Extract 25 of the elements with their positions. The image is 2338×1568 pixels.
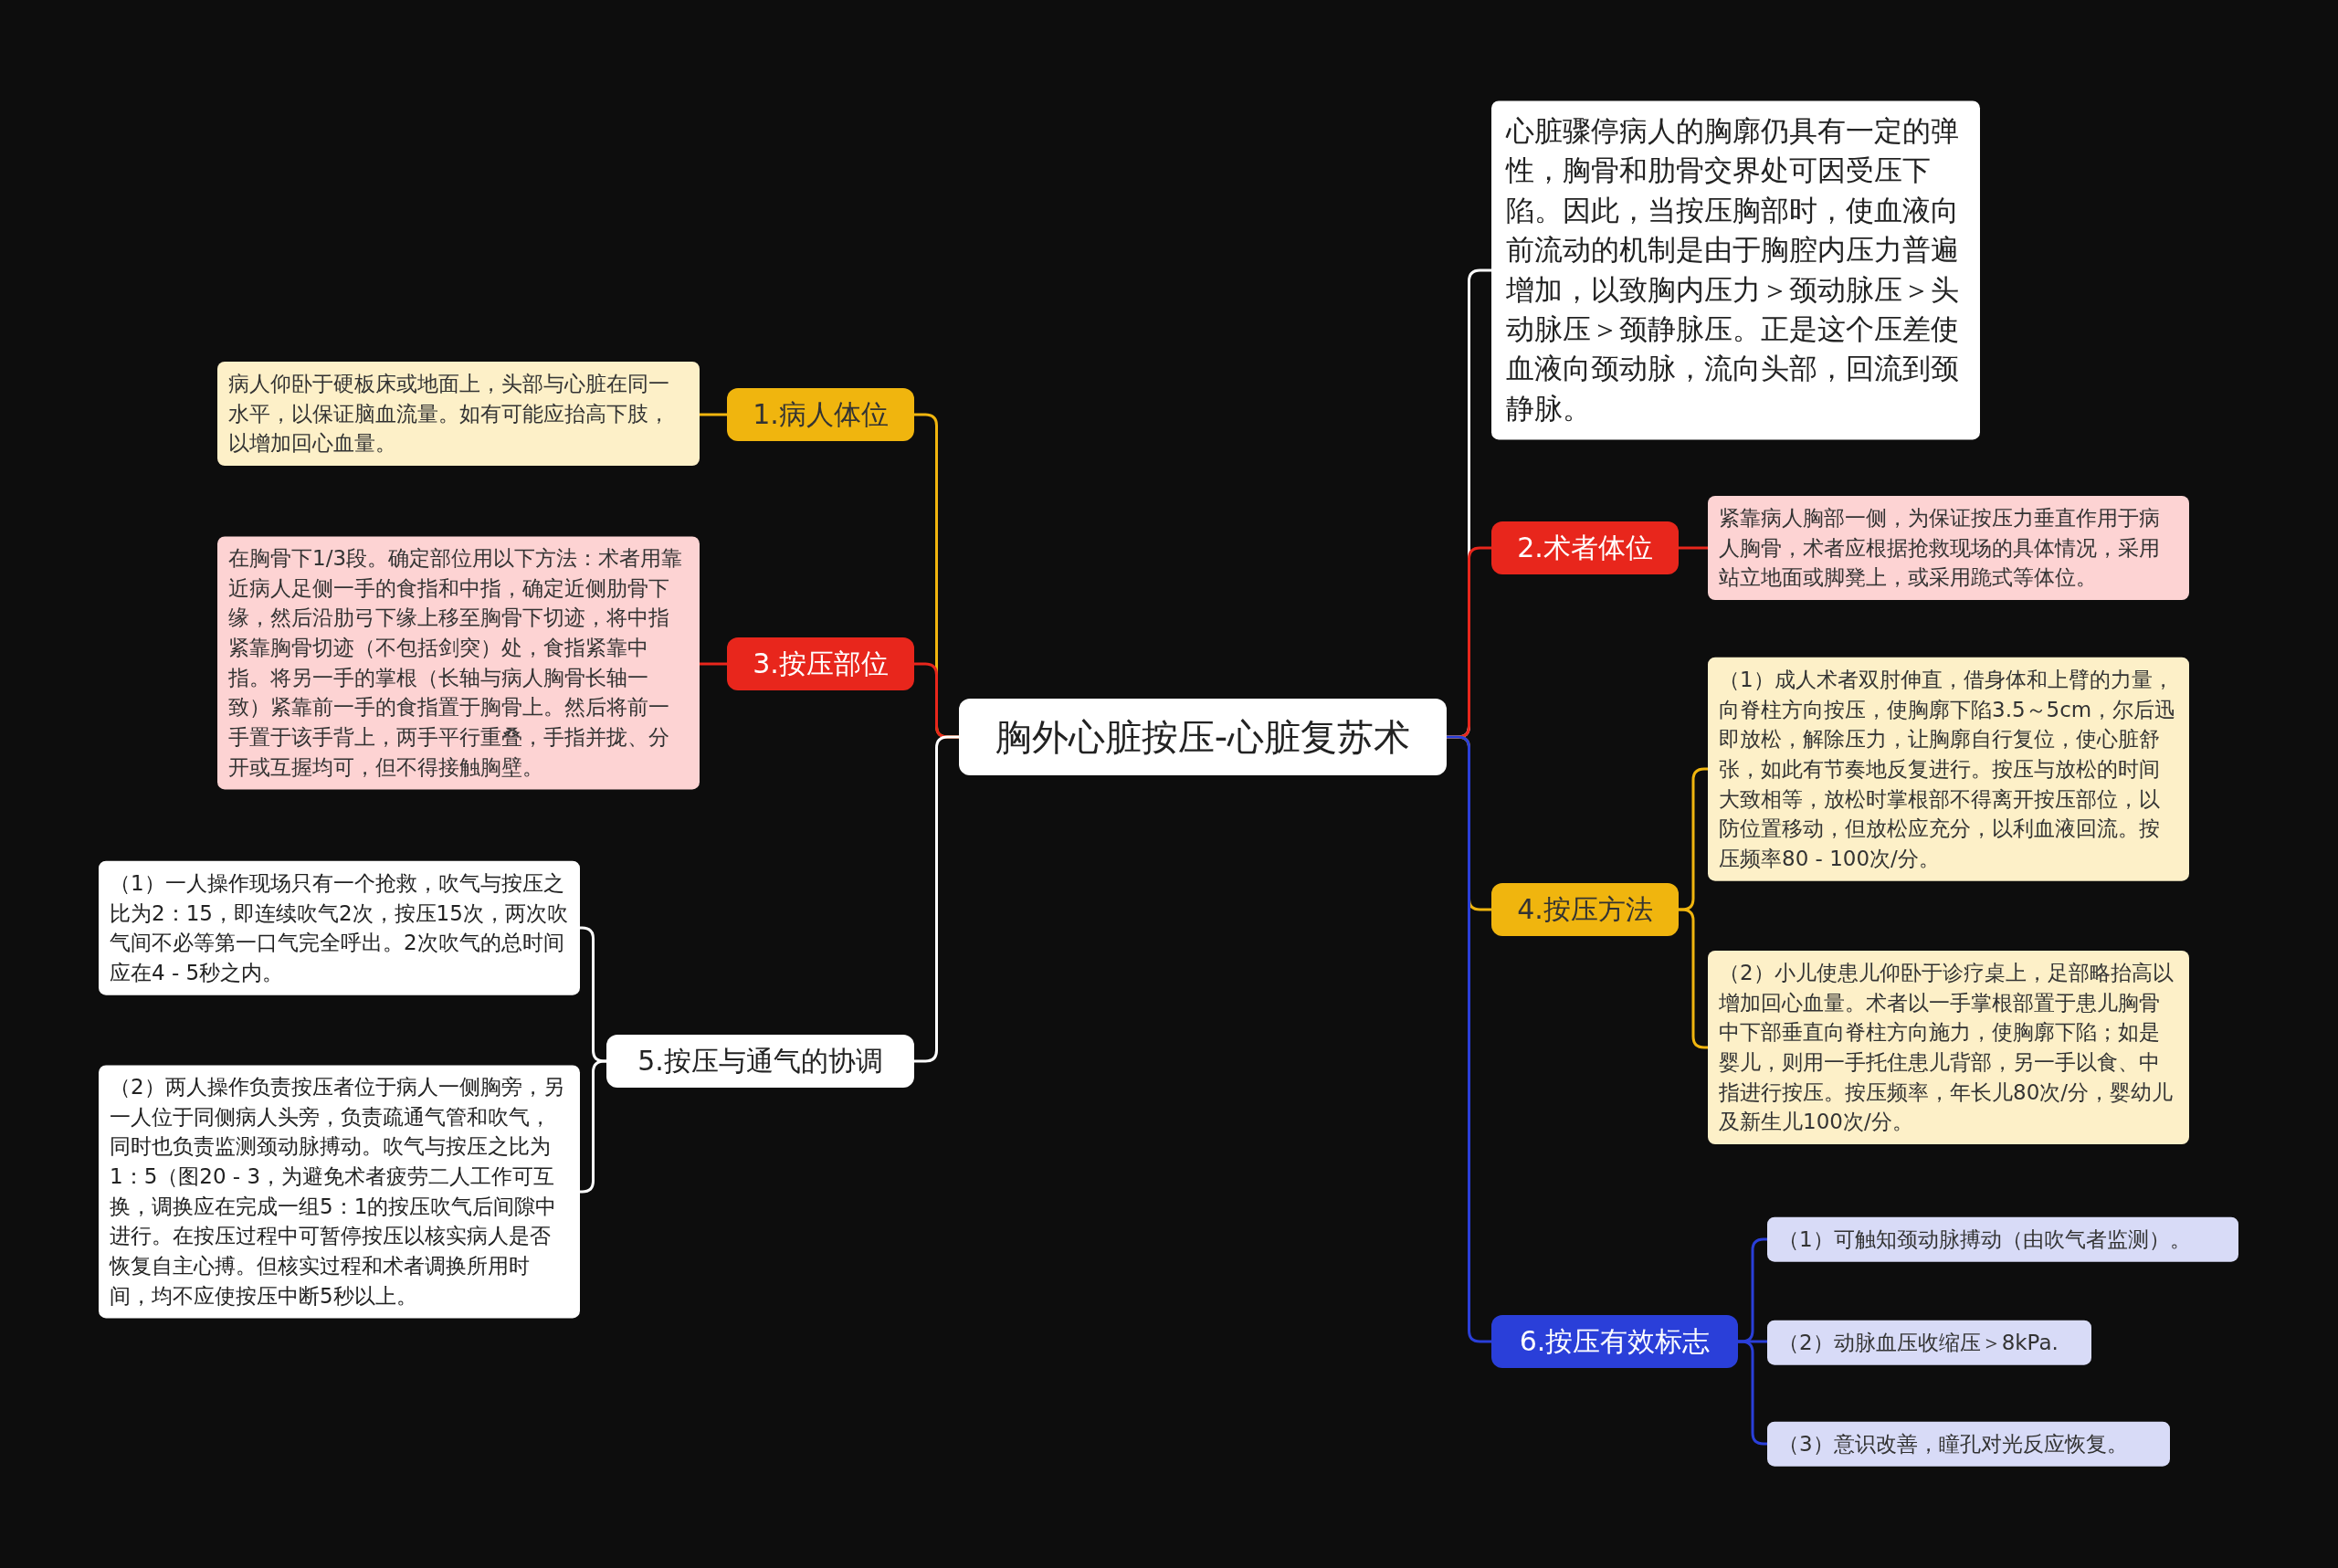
branch-topic-box: 1.病人体位 [727, 388, 914, 441]
branch-topic-box: 2.术者体位 [1491, 521, 1679, 574]
detail-box: （2）小儿使患儿仰卧于诊疗桌上，足部略抬高以增加回心血量。术者以一手掌根部置于患儿胸骨中下部垂直向脊柱方向施力，使胸廓下陷；如是婴儿，则用一手托住患儿背部，另一手以食、中指进行按压。按压频率，年长儿80次/分，婴幼儿及新生儿100次/分。 [1708, 951, 2189, 1144]
detail-box: 紧靠病人胸部一侧，为保证按压力垂直作用于病人胸骨，术者应根据抢救现场的具体情况，采用站立地面或脚凳上，或采用跪式等体位。 [1708, 496, 2189, 600]
branch-topic-box: 5.按压与通气的协调 [606, 1035, 914, 1088]
branch-topic-box: 3.按压部位 [727, 637, 914, 690]
branch-topic-box: 4.按压方法 [1491, 883, 1679, 936]
connector-line [580, 926, 606, 1063]
connector-line [1447, 735, 1491, 1343]
connector-line [1679, 546, 1708, 550]
connector-line [700, 413, 727, 416]
detail-box: 病人仰卧于硬板床或地面上，头部与心脏在同一水平，以保证脑血流量。如有可能应抬高下肢，以增加回心血量。 [217, 362, 700, 466]
detail-box: （3）意识改善，瞳孔对光反应恢复。 [1767, 1421, 2170, 1467]
connector-line [914, 735, 959, 1063]
detail-box: （2）动脉血压收缩压＞8kPa. [1767, 1320, 2091, 1365]
detail-box: （1）成人术者双肘伸直，借身体和上臂的力量，向脊柱方向按压，使胸廓下陷3.5～5cm，尔后迅即放松，解除压力，让胸廓自行复位，使心脏舒张，如此有节奏地反复进行。按压与放松的时间大致相等，放松时掌根部不得离开按压部位，以防位置移动，但放松应充分，以利血液回流。按压频率80 - 100次/分。 [1708, 657, 2189, 881]
detail-box: 在胸骨下1/3段。确定部位用以下方法：术者用靠近病人足侧一手的食指和中指，确定近侧肋骨下缘，然后沿肋弓下缘上移至胸骨下切迹，将中指紧靠胸骨切迹（不包括剑突）处，食指紧靠中指。将另一手的掌根（长轴与病人胸骨长轴一致）紧靠前一手的食指置于胸骨上。然后将前一手置于该手背上，两手平行重叠，手指并拢、分开或互握均可，但不得接触胸壁。 [217, 536, 700, 790]
detail-box: 心脏骤停病人的胸廓仍具有一定的弹性，胸骨和肋骨交界处可因受压下陷。因此，当按压胸部时，使血液向前流动的机制是由于胸腔内压力普遍增加，以致胸内压力＞颈动脉压＞头动脉压＞颈静脉压。正是这个压差使血液向颈动脉，流向头部，回流到颈静脉。 [1491, 100, 1980, 440]
detail-box: （1）一人操作现场只有一个抢救，吹气与按压之比为2：15，即连续吹气2次，按压15次，两次吹气间不必等第一口气完全呼出。2次吹气的总时间应在4 - 5秒之内。 [99, 860, 580, 995]
connector-line [580, 1059, 606, 1194]
root-topic-box: 胸外心脏按压-心脏复苏术 [959, 699, 1447, 775]
detail-box: （1）可触知颈动脉搏动（由吹气者监测）。 [1767, 1216, 2238, 1262]
detail-box: （2）两人操作负责按压者位于病人一侧胸旁，另一人位于同侧病人头旁，负责疏通气管和吹气，同时也负责监测颈动脉搏动。吹气与按压之比为1：5（图20 - 3，为避免术者疲劳二人工作可互换，调换应在完成一组5：1的按压吹气后间隙中进行。在按压过程中可暂停按压以核实病人是否恢复自主心搏。但核实过程和术者调换所用时间，均不应使按压中断5秒以上。 [99, 1065, 580, 1319]
connector-line [700, 662, 727, 666]
branch-topic-box: 6.按压有效标志 [1491, 1315, 1738, 1368]
